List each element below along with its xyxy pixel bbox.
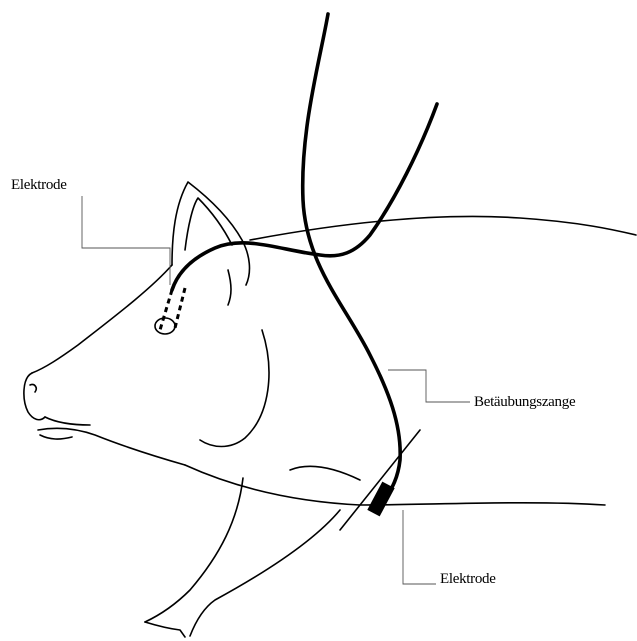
pig-lower-jaw: [38, 428, 185, 465]
pig-snout: [24, 373, 45, 420]
chest-electrode: [340, 430, 420, 530]
head-electrode-back: [175, 288, 185, 328]
label-stunning-tongs: Betäubungszange: [474, 395, 575, 410]
pig-ear-inner: [185, 198, 232, 250]
pig-nostril: [30, 385, 36, 392]
pig-face-line: [228, 270, 231, 305]
chest-electrode-pad: [367, 482, 394, 517]
pig-forehead: [32, 265, 172, 373]
leader-chest-electrode: [403, 510, 436, 584]
pig-front-leg-front: [190, 510, 340, 636]
stunning-tongs: [172, 14, 437, 498]
pig-hoof: [145, 622, 185, 637]
label-chest-electrode: Elektrode: [440, 572, 496, 587]
pig-mouth: [45, 417, 90, 425]
head-electrode: [160, 288, 185, 330]
pig-chin: [40, 435, 72, 439]
label-head-electrode: Elektrode: [11, 178, 67, 193]
pig-front-leg-back: [145, 478, 243, 622]
head-electrode-front: [160, 290, 172, 330]
leader-stunning-tongs: [388, 370, 470, 402]
pig-elbow-fold: [290, 466, 360, 480]
pig-jowl: [200, 330, 269, 447]
leader-head-electrode: [82, 196, 170, 285]
pig-eye: [155, 318, 175, 334]
